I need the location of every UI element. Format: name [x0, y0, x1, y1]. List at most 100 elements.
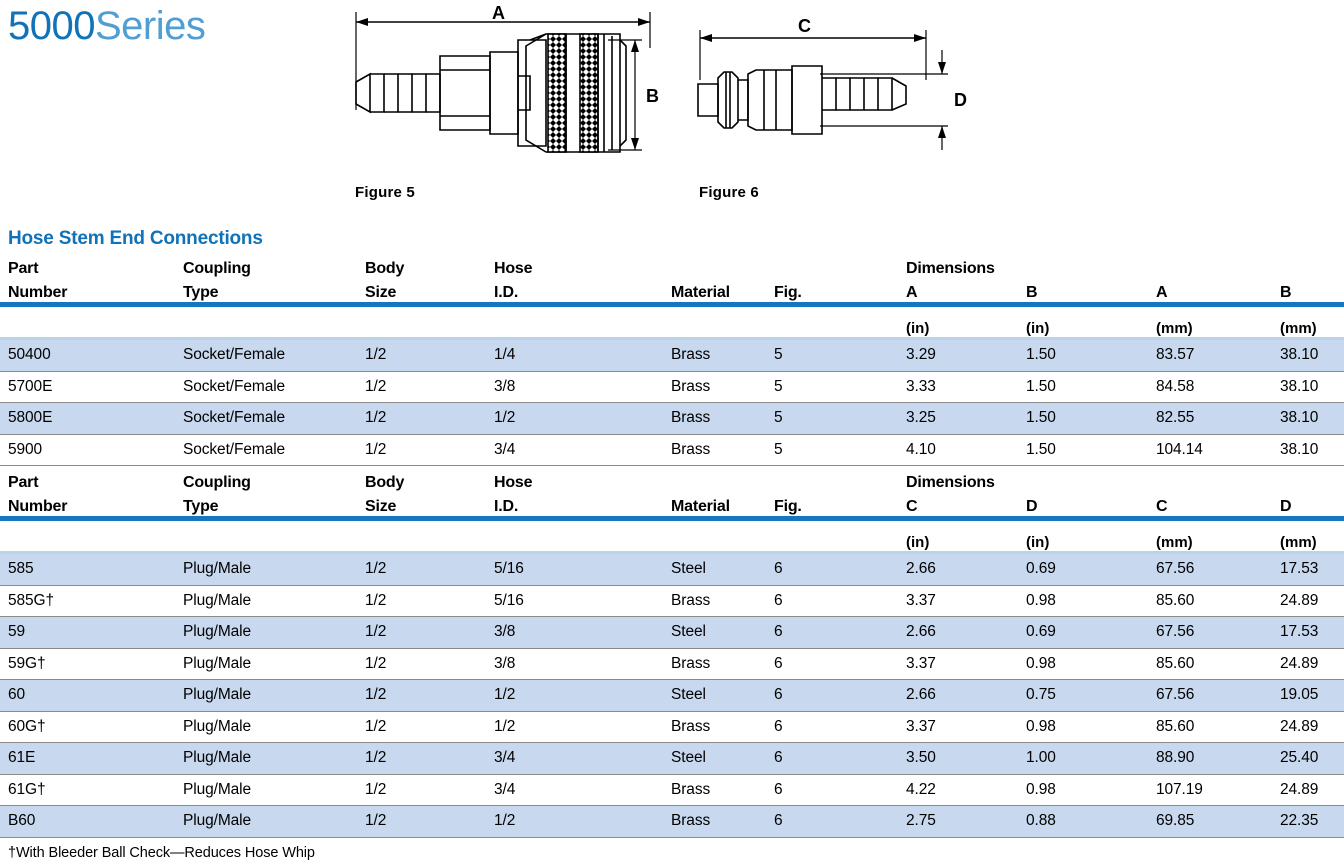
cell-dim3: 104.14: [1148, 434, 1272, 466]
cell-dim4: 38.10: [1272, 371, 1344, 403]
footnote: †With Bleeder Ball Check—Reduces Hose Wh…: [8, 845, 315, 861]
cell-dim3: 85.60: [1148, 711, 1272, 743]
table-row: 585 Plug/Male 1/2 5/16 Steel 6 2.66 0.69…: [0, 552, 1344, 586]
table-row: 60 Plug/Male 1/2 1/2 Steel 6 2.66 0.75 6…: [0, 679, 1344, 712]
cell-fig: 5: [766, 434, 898, 466]
cell-dim3: 82.55: [1148, 402, 1272, 435]
cell-hose: 5/16: [486, 585, 663, 617]
cell-dim2: 0.98: [1018, 648, 1148, 680]
cell-body: 1/2: [357, 371, 486, 403]
cell-dim3: 67.56: [1148, 679, 1272, 712]
figure-5-drawing: A B: [340, 0, 680, 180]
unit-body: [357, 304, 486, 340]
th-material-blank: [663, 470, 766, 492]
table-row: 5800E Socket/Female 1/2 1/2 Brass 5 3.25…: [0, 402, 1344, 435]
cell-type: Plug/Male: [175, 774, 357, 806]
table-row: 61E Plug/Male 1/2 3/4 Steel 6 3.50 1.00 …: [0, 742, 1344, 775]
cell-body: 1/2: [357, 338, 486, 372]
th-size: Size: [357, 492, 486, 521]
cell-dim4: 24.89: [1272, 648, 1344, 680]
th-dimensions: Dimensions: [906, 474, 995, 491]
cell-part: 59G†: [0, 648, 175, 680]
th-dim-blank-3: [1272, 256, 1344, 278]
th-dim-a-in: A: [898, 278, 1018, 307]
th-material: Material: [663, 278, 766, 307]
th-dim-c-mm: C: [1148, 492, 1272, 521]
cell-dim2: 0.98: [1018, 774, 1148, 806]
cell-fig: 6: [766, 648, 898, 680]
cell-body: 1/2: [357, 616, 486, 649]
cell-type: Socket/Female: [175, 371, 357, 403]
unit-dim-d-in: (in): [1018, 518, 1148, 554]
cell-dim3: 69.85: [1148, 805, 1272, 838]
cell-dim3: 84.58: [1148, 371, 1272, 403]
cell-dim3: 88.90: [1148, 742, 1272, 775]
cell-material: Brass: [663, 434, 766, 466]
unit-hose: [486, 518, 663, 554]
th-coupling: Coupling: [183, 474, 251, 491]
cell-dim3: 83.57: [1148, 338, 1272, 372]
cell-part: 60G†: [0, 711, 175, 743]
cell-part: 60: [0, 679, 175, 712]
th-dim-blank-2: [1148, 256, 1272, 278]
cell-dim1: 4.10: [898, 434, 1018, 466]
cell-dim4: 38.10: [1272, 402, 1344, 435]
th-dimensions: Dimensions: [906, 260, 995, 277]
unit-dim-c-mm: (mm): [1148, 518, 1272, 554]
th-fig: Fig.: [766, 278, 898, 307]
cell-hose: 1/2: [486, 679, 663, 712]
th-number: Number: [0, 278, 175, 307]
unit-dim-b-mm: (mm): [1272, 304, 1344, 340]
unit-material: [663, 518, 766, 554]
th-part: Part: [8, 474, 39, 491]
cell-dim1: 3.37: [898, 648, 1018, 680]
cell-material: Brass: [663, 711, 766, 743]
cell-dim1: 2.75: [898, 805, 1018, 838]
cell-type: Plug/Male: [175, 679, 357, 712]
cell-dim4: 17.53: [1272, 552, 1344, 586]
cell-dim1: 4.22: [898, 774, 1018, 806]
cell-fig: 6: [766, 585, 898, 617]
page-title-number: 5000: [8, 4, 95, 48]
cell-dim4: 17.53: [1272, 616, 1344, 649]
cell-type: Plug/Male: [175, 552, 357, 586]
cell-dim4: 38.10: [1272, 338, 1344, 372]
cell-material: Steel: [663, 679, 766, 712]
th-fig-blank: [766, 256, 898, 278]
th-type: Type: [175, 492, 357, 521]
unit-fig: [766, 304, 898, 340]
cell-part: 5900: [0, 434, 175, 466]
cell-part: 61E: [0, 742, 175, 775]
cell-type: Plug/Male: [175, 742, 357, 775]
th-material-blank: [663, 256, 766, 278]
section-title: Hose Stem End Connections: [8, 228, 263, 249]
cell-fig: 6: [766, 774, 898, 806]
cell-body: 1/2: [357, 711, 486, 743]
unit-dim-c-in: (in): [898, 518, 1018, 554]
th-part: Part: [8, 260, 39, 277]
cell-dim2: 1.50: [1018, 338, 1148, 372]
cell-material: Brass: [663, 774, 766, 806]
cell-dim1: 3.37: [898, 711, 1018, 743]
figure-6-drawing: C D: [680, 0, 1020, 180]
th-hose: Hose: [494, 474, 533, 491]
cell-material: Brass: [663, 402, 766, 435]
cell-material: Brass: [663, 338, 766, 372]
hose-stem-plug-table: Part Coupling Body Hose Dimensions Numbe…: [0, 470, 1344, 838]
cell-body: 1/2: [357, 805, 486, 838]
th-body: Body: [365, 260, 405, 277]
cell-dim2: 1.50: [1018, 434, 1148, 466]
cell-dim1: 2.66: [898, 552, 1018, 586]
cell-dim3: 67.56: [1148, 552, 1272, 586]
table-row: 59G† Plug/Male 1/2 3/8 Brass 6 3.37 0.98…: [0, 648, 1344, 680]
th-body: Body: [365, 474, 405, 491]
cell-dim2: 0.98: [1018, 711, 1148, 743]
th-id: I.D.: [486, 278, 663, 307]
th-number: Number: [0, 492, 175, 521]
unit-part: [0, 518, 175, 554]
cell-part: 585: [0, 552, 175, 586]
cell-part: 5700E: [0, 371, 175, 403]
table-row: 50400 Socket/Female 1/2 1/4 Brass 5 3.29…: [0, 338, 1344, 372]
table-row: 585G† Plug/Male 1/2 5/16 Brass 6 3.37 0.…: [0, 585, 1344, 617]
unit-dim-a-in: (in): [898, 304, 1018, 340]
